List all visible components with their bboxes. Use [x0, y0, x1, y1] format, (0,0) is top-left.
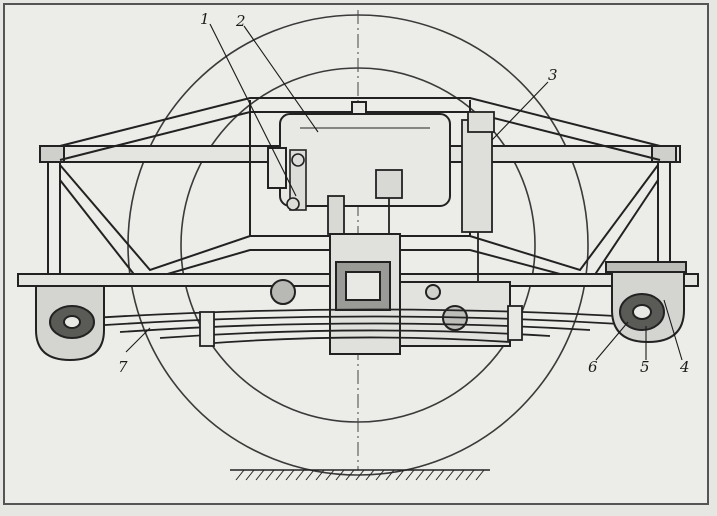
tank-top-cap [351, 101, 367, 115]
leaf-3 [119, 322, 591, 333]
axle-hub [270, 233, 511, 355]
callout-7: 7 [118, 358, 128, 376]
right-spring-eye-pin [632, 304, 652, 320]
top-beam-right-end [651, 145, 677, 163]
callout-1: 1 [200, 10, 210, 28]
damper-column-body [461, 119, 493, 233]
callout-4: 4 [679, 358, 690, 376]
ground-hatching [235, 469, 485, 481]
leaf-5 [199, 336, 511, 345]
left-spring-mount [35, 285, 105, 362]
left-small-shock [327, 195, 345, 235]
upper-chord [59, 97, 661, 147]
gearbox-bolt [425, 284, 441, 300]
ground [230, 469, 490, 481]
leaf-1 [59, 308, 651, 321]
left-spring-eye-pin [63, 315, 81, 329]
center-shock-top [375, 169, 403, 199]
hanger-link [286, 149, 307, 211]
leader-4 [663, 299, 683, 361]
callout-2: 2 [235, 12, 246, 30]
spring-clip-left [199, 311, 215, 347]
leader-2 [243, 25, 319, 133]
tank-left-bracket [267, 147, 287, 189]
damper-top-mount [467, 111, 495, 133]
leaf-2 [89, 315, 621, 327]
callout-3: 3 [548, 66, 558, 84]
hanger-upper-pin [291, 153, 305, 167]
axle-hub-inner [345, 271, 381, 301]
center-shock [327, 169, 403, 260]
callout-6: 6 [588, 358, 598, 376]
leader-3 [491, 81, 549, 141]
callout-5: 5 [640, 358, 650, 376]
spring-clip-right [507, 305, 523, 341]
leader-1 [209, 23, 297, 197]
damper-column [461, 111, 495, 285]
leader-7 [125, 327, 151, 353]
right-mount-plate [605, 261, 687, 273]
leader-6 [595, 321, 629, 361]
leaf-spring [59, 305, 651, 347]
bump-stop [270, 279, 296, 305]
right-spring-mount [605, 261, 687, 344]
top-beam-left-end [39, 145, 65, 163]
tank [267, 101, 451, 207]
hanger-lower-pin [286, 197, 300, 211]
leader-lines [125, 23, 683, 361]
